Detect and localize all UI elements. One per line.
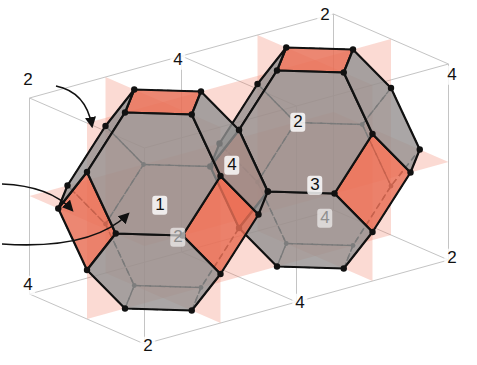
vertex-dot	[350, 46, 356, 52]
corner-number: 4	[292, 294, 307, 313]
vertex-dot	[55, 205, 61, 211]
vertex-dot	[407, 169, 413, 175]
corner-number: 2	[290, 113, 305, 132]
corner-number: 4	[224, 156, 239, 175]
vertex-dot	[265, 188, 271, 194]
cell-number: 1	[152, 196, 167, 215]
square-face	[277, 48, 353, 73]
vertex-dot	[189, 111, 195, 117]
corner-number: 4	[317, 209, 332, 228]
pointer-arrow	[56, 86, 92, 126]
truncated-octahedron	[55, 86, 271, 313]
vertex-dot	[331, 190, 337, 196]
vertex-dot	[236, 127, 242, 133]
mirror-planes	[30, 35, 449, 323]
vertex-dot	[283, 44, 289, 50]
vertex-dot	[102, 123, 108, 129]
corner-number: 2	[444, 249, 459, 268]
hidden-faces	[58, 48, 420, 311]
pointer-arrow	[2, 214, 128, 245]
vertex-dot	[274, 67, 280, 73]
corner-number: 2	[170, 228, 185, 247]
vertex-dot	[84, 169, 90, 175]
vertex-dot	[113, 230, 119, 236]
vertex-dot	[417, 146, 423, 152]
cell-number: 3	[307, 176, 322, 195]
corner-number: 2	[140, 337, 155, 356]
vertex-dot	[131, 86, 137, 92]
vertex-dot	[122, 109, 128, 115]
cube-grid	[30, 14, 449, 344]
vertex-dot	[198, 88, 204, 94]
vertex-dot	[369, 229, 375, 235]
corner-number: 4	[170, 51, 185, 70]
corner-number: 4	[444, 66, 459, 85]
square-face	[125, 90, 201, 115]
vertex-dot	[265, 188, 271, 194]
pointer-arrow	[2, 184, 72, 210]
pointer-arrows	[2, 86, 128, 245]
vertex-dot	[84, 267, 90, 273]
vertex-dot	[254, 81, 260, 87]
vertex-dot	[217, 271, 223, 277]
vertex-dot	[341, 265, 347, 271]
vertex-dot	[388, 85, 394, 91]
vertex-dot	[122, 305, 128, 311]
vertex-dot	[236, 127, 242, 133]
corner-number: 4	[20, 276, 35, 295]
hexagon-face	[192, 92, 268, 215]
vertex-dot	[64, 182, 70, 188]
visible-faces	[55, 44, 423, 313]
vertex-dot	[189, 307, 195, 313]
corner-number: 2	[317, 6, 332, 25]
hexagon-face	[344, 50, 420, 173]
hexagon-face	[87, 234, 221, 311]
vertex-dot	[369, 131, 375, 137]
vertex-dot	[217, 173, 223, 179]
vertex-dot	[341, 69, 347, 75]
corner-number: 2	[20, 71, 35, 90]
vertex-dot	[255, 211, 261, 217]
vertex-dot	[274, 263, 280, 269]
